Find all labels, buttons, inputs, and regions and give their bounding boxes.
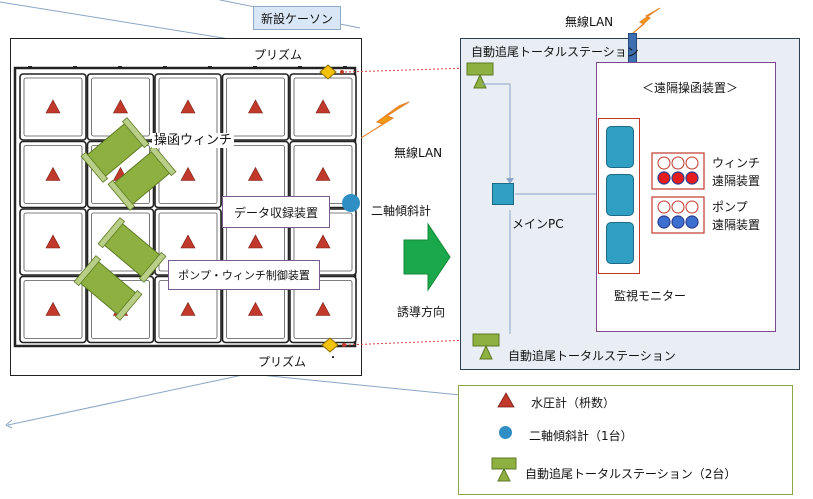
caisson-grid [13,66,357,348]
pressure-gauge-triangle [180,234,196,249]
winch-2 [107,145,177,211]
prism-marker-top [319,64,344,80]
winch-3 [97,217,167,283]
legend-station-icon [491,457,517,482]
caisson-cell-inner [293,77,353,137]
pressure-gauge-triangle [315,234,331,249]
caisson-cell-inner [23,77,83,137]
legend-item-pressure: 水圧計（枡数） [531,396,616,410]
pressure-gauge-triangle [45,99,61,114]
edge-tick [298,66,302,69]
tilt-meter-label: 二軸傾斜計 [371,204,432,218]
pressure-gauge-triangle [180,166,196,181]
caisson-title: 新設ケーソン [253,6,341,30]
prism-dot: ・ [328,353,338,364]
prism-label-top: プリズム [254,48,303,62]
legend-circle-icon [499,426,512,439]
edge-tick [343,66,347,69]
pump-remote-title: ポンプ [712,200,748,214]
winch-1 [80,117,150,183]
winch-group [73,117,177,321]
data-recorder-label: データ収録装置 [222,196,330,228]
winch-4 [73,255,143,321]
winch-label: 操函ウィンチ [152,133,235,148]
edge-tick [253,66,257,69]
caisson-cell-inner [23,280,83,339]
pressure-gauge-triangle [247,99,264,114]
pressure-gauge-triangle [45,166,61,181]
wireless-lan-top-label: 無線LAN [565,15,614,29]
wireless-bolt-top [631,7,661,35]
edge-tick [163,66,167,69]
legend-item-station: 自動追尾トータルステーション（2台） [525,467,737,481]
wireless-lan-left-label: 無線LAN [394,146,443,160]
monitor-screen-1 [606,126,634,168]
monitor-screen-3 [606,222,634,264]
edge-tick [73,66,77,69]
winch-remote-title: ウィンチ [712,156,761,170]
wireless-bolt-left [360,101,410,139]
legend-box [458,385,793,495]
direction-label: 誘導方向 [397,305,446,319]
station-title-top: 自動追尾トータルステーション [471,45,639,59]
monitor-screen-2 [606,174,634,216]
caisson-cell-inner [91,212,150,272]
total-station-bottom-icon [472,333,500,360]
pressure-gauge-triangle [45,234,61,249]
pressure-gauge-triangle [247,301,264,316]
pump-remote-sub: 遠隔装置 [712,218,761,232]
caisson-cell-inner [23,145,83,204]
prism-marker-bottom [321,337,346,353]
station-title-bottom: 自動追尾トータルステーション [508,349,676,363]
total-station-top-icon [466,62,494,89]
pressure-gauge-triangle [315,301,331,316]
winch-remote-sub: 遠隔装置 [712,174,761,188]
main-pc-box [492,183,514,205]
legend-triangle-icon [497,392,515,408]
pressure-gauge-triangle [180,99,196,114]
pressure-gauge-triangle [315,99,331,114]
pump-controller-label: ポンプ・ウィンチ制御装置 [168,260,320,290]
main-pc-label: メインPC [512,217,564,231]
winch-remote-panel [651,152,705,190]
remote-device-title: ＜遠隔操函装置＞ [642,81,739,95]
caisson-cell-inner [293,280,353,339]
monitor-label: 監視モニター [614,289,687,303]
direction-arrow [403,222,451,292]
edge-tick [28,66,32,69]
pressure-gauge-triangle [112,99,129,114]
pump-remote-panel [651,196,705,234]
edge-tick [118,66,122,69]
caisson-cell-inner [226,77,285,137]
legend-item-tilt: 二軸傾斜計（1台） [529,429,633,443]
pressure-gauge-triangle [315,166,331,181]
pressure-gauge-triangle [247,234,264,249]
tilt-meter-circle [342,194,360,212]
prism-label-bottom: プリズム [258,355,307,369]
caisson-cell-inner [23,212,83,272]
edge-tick [208,66,212,69]
pressure-gauge-triangle [45,301,61,316]
pressure-gauge-triangle [180,301,196,316]
pressure-gauge-triangle [247,166,264,181]
